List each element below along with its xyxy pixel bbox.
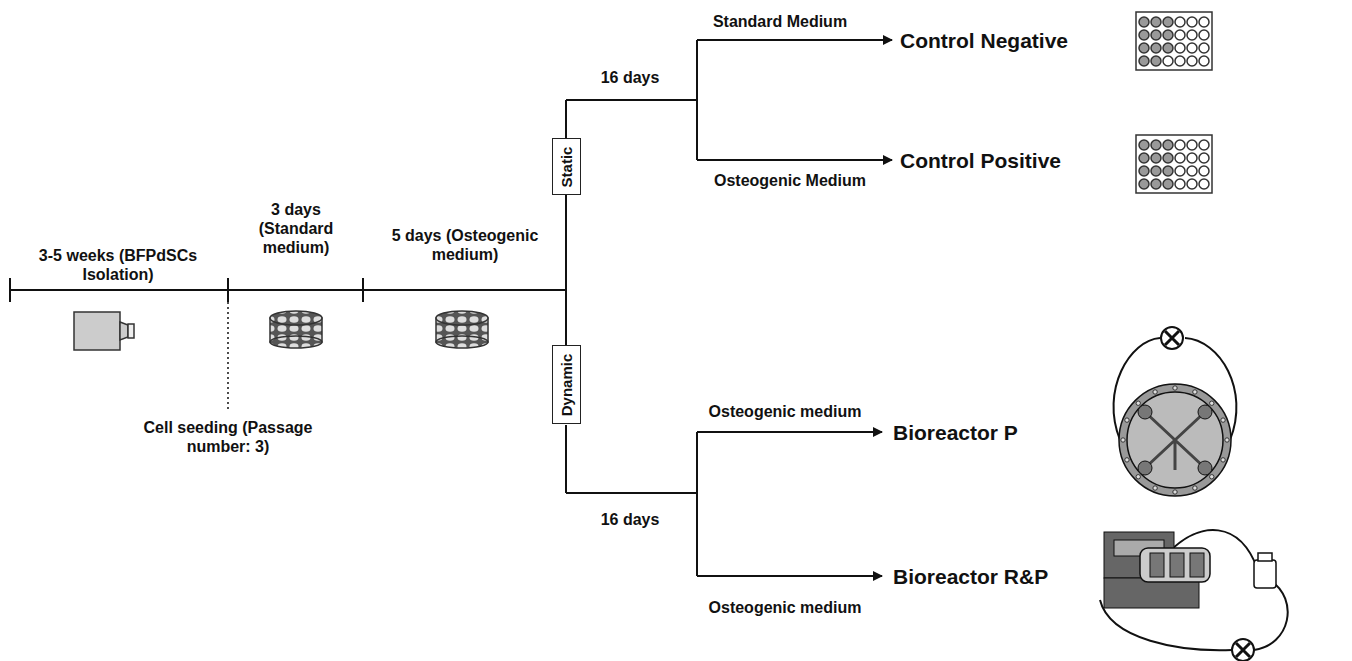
well <box>1199 140 1209 150</box>
well <box>1175 30 1185 40</box>
well <box>1199 17 1209 27</box>
box-text: Static <box>558 146 575 187</box>
well <box>1163 179 1173 189</box>
bolt <box>1153 390 1157 394</box>
bolt <box>1221 418 1225 422</box>
label: 3 days (Standard medium) <box>241 200 351 258</box>
label: 5 days (Osteogenic medium) <box>380 226 550 264</box>
bolt <box>1121 438 1125 442</box>
bolt <box>1193 486 1197 490</box>
well <box>1163 43 1173 53</box>
bolt <box>1136 401 1140 405</box>
well <box>1151 179 1161 189</box>
well <box>1199 179 1209 189</box>
bolt <box>1125 458 1129 462</box>
well <box>1139 140 1149 150</box>
label: 16 days <box>601 68 660 87</box>
well <box>1163 30 1173 40</box>
label: 16 days <box>601 510 660 529</box>
label: Cell seeding (Passage number: 3) <box>143 418 313 456</box>
well <box>1175 153 1185 163</box>
well <box>1151 56 1161 66</box>
label: Control Negative <box>900 28 1068 53</box>
well <box>1139 56 1149 66</box>
well <box>1139 30 1149 40</box>
bolt <box>1221 458 1225 462</box>
well <box>1187 153 1197 163</box>
bolt <box>1136 475 1140 479</box>
well <box>1139 17 1149 27</box>
well <box>1175 17 1185 27</box>
well <box>1199 153 1209 163</box>
box-text: Dynamic <box>558 353 575 416</box>
well <box>1175 56 1185 66</box>
well <box>1187 17 1197 27</box>
well <box>1187 140 1197 150</box>
well <box>1163 153 1173 163</box>
bolt <box>1193 390 1197 394</box>
bolt <box>1173 386 1177 390</box>
well <box>1151 17 1161 27</box>
well <box>1199 30 1209 40</box>
well <box>1151 30 1161 40</box>
well <box>1175 43 1185 53</box>
bolt <box>1210 401 1214 405</box>
phase-box: Static <box>552 138 581 195</box>
well <box>1175 166 1185 176</box>
well <box>1175 140 1185 150</box>
well <box>1151 43 1161 53</box>
well <box>1163 166 1173 176</box>
bolt <box>1153 486 1157 490</box>
bolt <box>1210 475 1214 479</box>
well <box>1187 179 1197 189</box>
connector <box>565 195 567 345</box>
well <box>1187 166 1197 176</box>
label: Osteogenic medium <box>709 598 862 617</box>
well <box>1175 179 1185 189</box>
well <box>1163 56 1173 66</box>
well <box>1139 179 1149 189</box>
well <box>1151 140 1161 150</box>
well <box>1187 30 1197 40</box>
well <box>1163 140 1173 150</box>
label: Control Positive <box>900 148 1061 173</box>
label: Osteogenic medium <box>709 402 862 421</box>
label: 3-5 weeks (BFPdSCs Isolation) <box>28 246 208 284</box>
well <box>1199 43 1209 53</box>
well <box>1199 56 1209 66</box>
phase-box: Dynamic <box>552 345 581 424</box>
well <box>1139 166 1149 176</box>
well <box>1187 56 1197 66</box>
bolt <box>1173 490 1177 494</box>
well <box>1199 166 1209 176</box>
well <box>1163 17 1173 27</box>
well <box>1187 43 1197 53</box>
bolt <box>1225 438 1229 442</box>
well <box>1151 166 1161 176</box>
bolt <box>1125 418 1129 422</box>
well <box>1151 153 1161 163</box>
well <box>1139 153 1149 163</box>
label: Bioreactor R&P <box>893 564 1048 589</box>
label: Standard Medium <box>713 12 847 31</box>
label: Bioreactor P <box>893 420 1018 445</box>
label: Osteogenic Medium <box>714 171 866 190</box>
well <box>1139 43 1149 53</box>
